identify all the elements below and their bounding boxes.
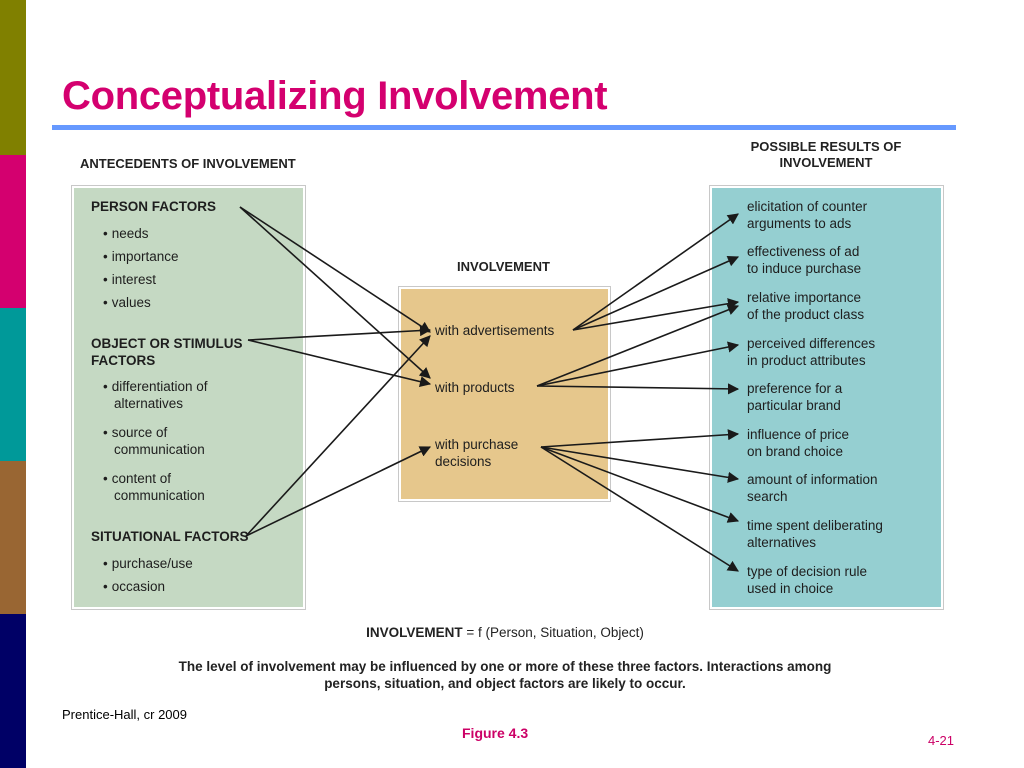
formula-rest: = f (Person, Situation, Object) — [462, 625, 644, 640]
results-panel — [710, 186, 943, 609]
stripe-brown — [0, 461, 26, 614]
person-factor-item: importance — [103, 248, 179, 265]
situational-factor-item: purchase/use — [103, 555, 193, 572]
arrow-situational-to-purchase — [245, 446, 432, 537]
object-factor-item-line1: source of — [103, 424, 205, 441]
result-item-line2: in product attributes — [747, 353, 866, 368]
result-item-line1: time spent deliberating — [747, 518, 883, 533]
antecedents-heading: ANTECEDENTS OF INVOLVEMENT — [80, 156, 296, 171]
result-item-line1: relative importance — [747, 290, 862, 305]
result-item-line2: of the product class — [747, 307, 865, 322]
arrow-advertisements-to-result-1 — [572, 213, 739, 331]
result-item-line2: to induce purchase — [747, 261, 862, 276]
results-heading: POSSIBLE RESULTS OF INVOLVEMENT — [738, 139, 914, 171]
arrow-products-to-result-5 — [536, 383, 740, 395]
result-item-line2: used in choice — [747, 581, 834, 596]
formula-bold: INVOLVEMENT — [366, 625, 463, 640]
result-item: perceived differences in product attribu… — [747, 335, 875, 369]
arrow-purchase-to-result-6 — [540, 429, 740, 448]
arrow-purchase-to-result-8 — [540, 446, 740, 523]
involvement-panel — [399, 287, 610, 501]
situational-factors-title: SITUATIONAL FACTORS — [91, 529, 249, 544]
slide-title: Conceptualizing Involvement — [62, 74, 608, 118]
source-credit: Prentice-Hall, cr 2009 — [62, 707, 187, 722]
result-item-line2: arguments to ads — [747, 216, 852, 231]
object-factors-title-line2: FACTORS — [91, 353, 156, 368]
stripe-navy — [0, 614, 26, 768]
page-number: 4-21 — [928, 733, 955, 748]
result-item: elicitation of counter arguments to ads — [747, 198, 867, 232]
result-item-line2: search — [747, 489, 788, 504]
object-factor-item: differentiation of alternatives — [103, 378, 208, 412]
arrow-object-to-advertisements — [247, 324, 432, 341]
object-factors-title-line1: OBJECT OR STIMULUS — [91, 336, 243, 351]
arrow-products-to-result-3 — [536, 304, 740, 387]
object-factors-title: OBJECT OR STIMULUS FACTORS — [91, 335, 243, 369]
involvement-item-line2: decisions — [435, 454, 492, 469]
object-factor-item-line2: communication — [114, 488, 205, 503]
result-item-line1: type of decision rule — [747, 564, 868, 579]
arrow-person-to-products — [239, 206, 431, 379]
involvement-item-products: with products — [435, 380, 515, 395]
result-item-line1: perceived differences — [747, 336, 876, 351]
result-item-line1: effectiveness of ad — [747, 244, 860, 259]
arrow-purchase-to-result-9 — [540, 446, 739, 572]
involvement-heading: INVOLVEMENT — [457, 259, 550, 274]
object-factor-item-line2: communication — [114, 442, 205, 457]
person-factor-item: needs — [103, 225, 149, 242]
result-item: time spent deliberating alternatives — [747, 517, 883, 551]
involvement-item-advertisements: with advertisements — [435, 323, 555, 338]
result-item-line1: elicitation of counter — [747, 199, 868, 214]
arrow-purchase-to-result-7 — [540, 446, 740, 483]
result-item: effectiveness of ad to induce purchase — [747, 243, 861, 277]
object-factor-item-line1: differentiation of — [103, 378, 208, 395]
results-heading-line1: POSSIBLE RESULTS OF — [750, 139, 902, 154]
figure-label: Figure 4.3 — [462, 725, 529, 741]
object-factor-item-line1: content of — [103, 470, 205, 487]
results-heading-line2: INVOLVEMENT — [779, 155, 873, 170]
caption-line2: persons, situation, and object factors a… — [324, 676, 686, 691]
person-factor-item: interest — [103, 271, 156, 288]
title-rule — [52, 125, 956, 130]
involvement-item-line1: with purchase — [435, 437, 519, 452]
involvement-formula: INVOLVEMENT = f (Person, Situation, Obje… — [300, 624, 710, 641]
object-factor-item: content of communication — [103, 470, 205, 504]
result-item-line2: alternatives — [747, 535, 817, 550]
stripe-olive — [0, 0, 26, 155]
result-item-line2: on brand choice — [747, 444, 844, 459]
person-factors-title: PERSON FACTORS — [91, 199, 217, 214]
arrow-products-to-result-4 — [536, 341, 740, 387]
object-factor-item: source of communication — [103, 424, 205, 458]
stripe-magenta — [0, 155, 26, 308]
result-item: influence of price on brand choice — [747, 426, 849, 460]
figure-caption: The level of involvement may be influenc… — [140, 658, 870, 692]
arrow-advertisements-to-result-3 — [572, 298, 740, 331]
result-item: relative importance of the product class — [747, 289, 864, 323]
stripe-teal — [0, 308, 26, 461]
result-item: amount of information search — [747, 471, 878, 505]
arrow-situational-to-advertisements — [245, 335, 431, 537]
result-item-line1: influence of price — [747, 427, 850, 442]
result-item: type of decision rule used in choice — [747, 563, 867, 597]
caption-line1: The level of involvement may be influenc… — [178, 659, 832, 674]
result-item-line2: particular brand — [747, 398, 841, 413]
person-factor-item: values — [103, 294, 151, 311]
arrow-person-to-advertisements — [239, 206, 431, 333]
arrow-object-to-products — [247, 339, 432, 388]
result-item-line1: preference for a — [747, 381, 843, 396]
object-factor-item-line2: alternatives — [114, 396, 184, 411]
situational-factor-item: occasion — [103, 578, 165, 595]
involvement-item-purchase-decisions: with purchase decisions — [435, 436, 518, 470]
arrow-advertisements-to-result-2 — [572, 255, 740, 331]
result-item-line1: amount of information — [747, 472, 878, 487]
result-item: preference for a particular brand — [747, 380, 842, 414]
